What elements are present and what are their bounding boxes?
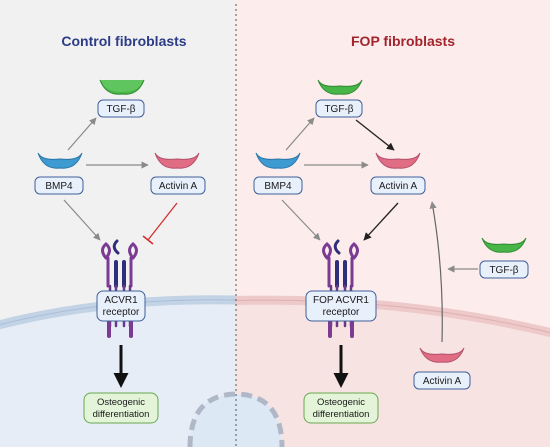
osteogenic-label-line2: differentiation [313,409,370,420]
osteogenic-differentiation-box [83,392,159,424]
tgf-beta-label: TGF-β [324,104,353,115]
activin-a-label-box [370,176,426,195]
bmp4-ligand-icon [37,152,83,169]
arrow-activin-to-receptor [363,202,399,241]
osteogenic-label-line2: differentiation [93,409,150,420]
tgf-beta-label-box [315,99,363,118]
left-panel-title: Control fibroblasts [61,33,186,49]
arrow-tgf-to-activin [355,119,395,151]
osteogenic-label-line1: Osteogenic [97,397,145,408]
arrow-activin-extra-to-activin [429,201,443,343]
fop-acvr1-receptor-label-line2: receptor [323,307,360,318]
bmp4-label-box [34,176,84,195]
tgf-beta-ligand-icon [99,79,145,95]
tgf-beta-extra-label-box [479,260,529,279]
activin-a-label-box [150,176,206,195]
activin-a-label: Activin A [159,181,198,192]
activin-a-extra-label-box [413,371,471,390]
acvr1-receptor-label-line2: receptor [103,307,140,318]
bmp4-label: BMP4 [45,181,73,192]
right-panel-title: FOP fibroblasts [351,33,455,49]
arrow-bmp4-to-receptor [281,199,321,241]
arrow-bmp4-to-tgf [285,117,315,151]
acvr1-receptor-label-box [96,290,146,322]
tgf-beta-extra-label: TGF-β [489,265,518,276]
activin-a-extra-ligand-icon [419,347,465,363]
bmp4-ligand-icon [255,152,301,169]
arrow-bmp4-to-receptor [63,199,101,241]
acvr1-receptor-label-line1: ACVR1 [104,295,138,306]
tgf-beta-label-box [97,99,145,118]
arrow-bmp4-to-tgf [67,117,97,151]
bmp4-label-box [253,176,303,195]
activin-a-ligand-icon [154,152,200,169]
tgf-beta-ligand-icon [317,79,363,95]
tgf-beta-extra-ligand-icon [481,237,527,253]
osteogenic-differentiation-box [303,392,379,424]
activin-a-label: Activin A [379,181,418,192]
osteogenic-label-line1: Osteogenic [317,397,365,408]
fop-acvr1-receptor-label-box [305,290,377,322]
tgf-beta-label: TGF-β [106,104,135,115]
activin-a-extra-label: Activin A [423,376,462,387]
bmp4-label: BMP4 [264,181,292,192]
inhibition-activin-to-receptor [142,202,178,245]
fop-acvr1-receptor-label-line1: FOP ACVR1 [313,295,369,306]
activin-a-ligand-icon [375,152,421,169]
